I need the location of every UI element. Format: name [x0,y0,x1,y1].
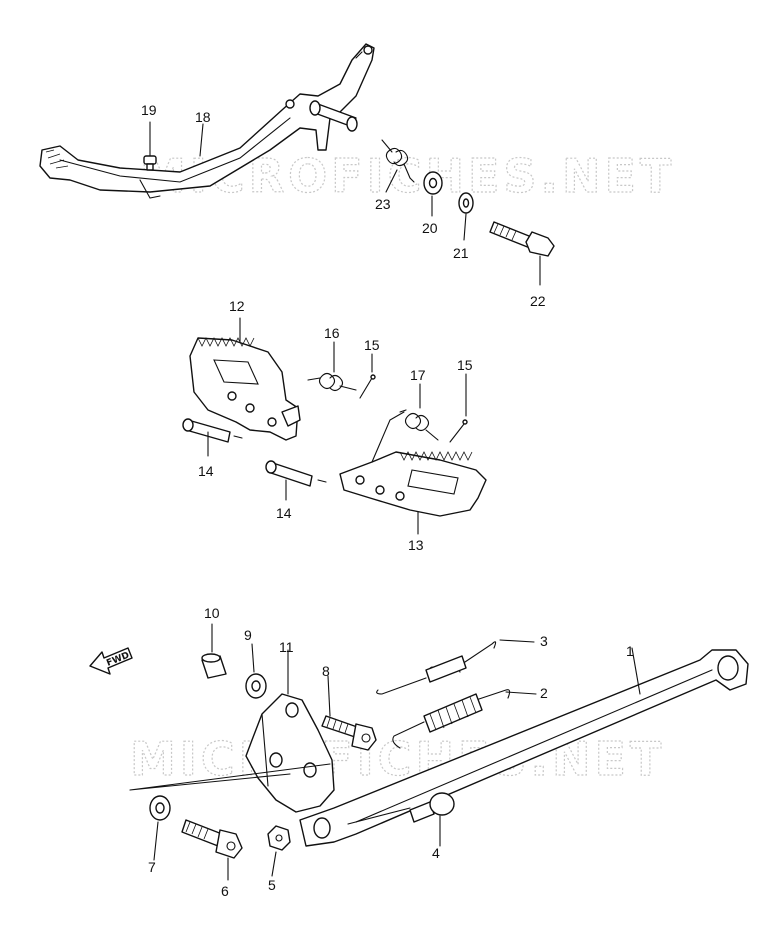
grease-nipple-19 [143,155,157,171]
footrest-right-13 [339,411,487,517]
washer-9 [245,673,267,699]
cotter-pin-15b [449,419,468,443]
callout-16: 16 [324,325,340,341]
callout-13: 13 [408,537,424,553]
leader-lines-bottom [129,623,641,881]
spring-17 [399,409,439,441]
side-stand-1 [299,649,749,847]
bolt-22 [489,221,555,257]
callout-4: 4 [432,845,440,861]
footrest-left-12 [189,337,301,441]
callout-14b: 14 [276,505,292,521]
lock-washer-21 [458,192,474,214]
spring-3 [376,641,497,695]
return-spring-23 [381,139,415,183]
callout-3: 3 [540,633,548,649]
washer-7 [149,795,171,821]
callout-1: 1 [626,643,634,659]
callout-15a: 15 [364,337,380,353]
callout-9: 9 [244,627,252,643]
fwd-text: FWD [105,651,131,669]
leader-lines-top [149,121,541,286]
callout-18: 18 [195,109,211,125]
callout-5: 5 [268,877,276,893]
cotter-pin-15a [359,374,376,399]
bushing-10 [201,653,227,679]
nut-5 [267,825,291,851]
callout-2: 2 [540,685,548,701]
callout-20: 20 [422,220,438,236]
callout-17: 17 [410,367,426,383]
fwd-arrow: FWD [89,647,133,675]
washer-20 [423,171,443,195]
callout-22: 22 [530,293,546,309]
callout-11: 11 [279,639,294,655]
callout-21: 21 [453,245,469,261]
callout-23: 23 [375,196,391,212]
footrest-pin-14b [265,460,327,487]
watermark-bottom: MICROFICHES.NET [130,732,665,786]
callout-6: 6 [221,883,229,899]
brake-pedal-18 [39,43,375,199]
pivot-shaft [309,100,358,132]
callout-7: 7 [148,859,156,875]
callout-15b: 15 [457,357,473,373]
footrest-pin-14a [182,418,243,443]
spring-2 [392,689,511,749]
callout-19: 19 [141,102,157,118]
callout-10: 10 [204,605,220,621]
bolt-8 [321,715,377,751]
bolt-6 [181,819,243,859]
stopper-4 [409,792,455,823]
callout-12: 12 [229,298,245,314]
leader-lines-middle [207,317,467,535]
callout-14a: 14 [198,463,214,479]
bracket-11 [245,693,335,813]
callout-8: 8 [322,663,330,679]
spring-16 [307,372,357,392]
